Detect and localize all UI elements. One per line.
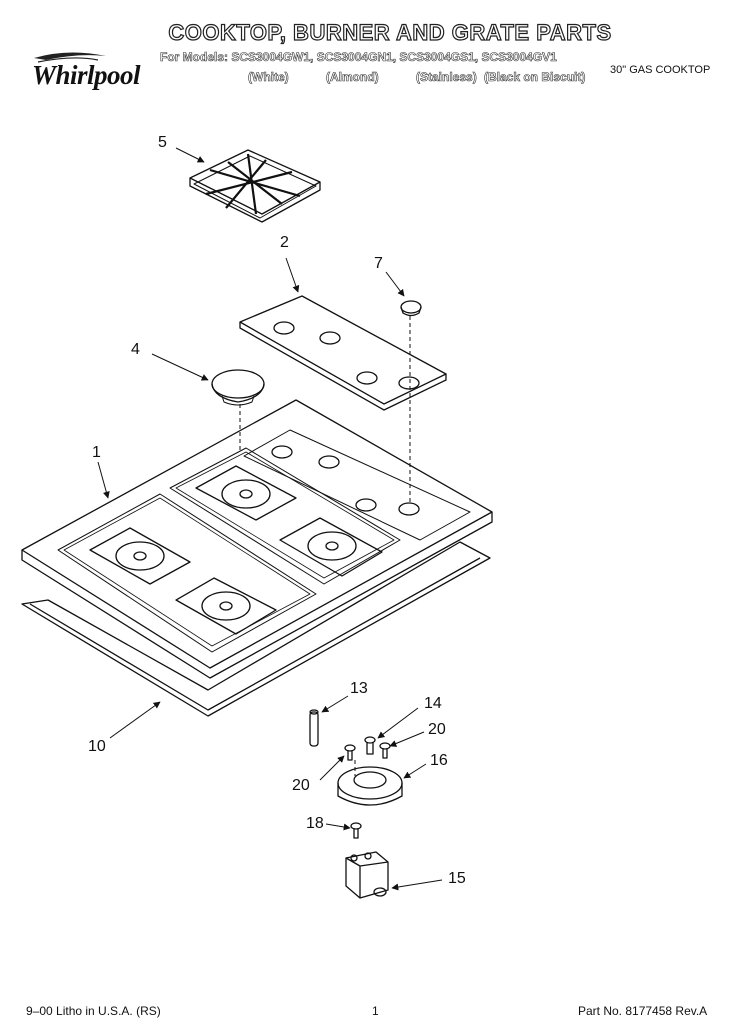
overlay-panel-part-2	[239, 295, 447, 411]
callout-20-left: 20	[292, 777, 310, 794]
callout-16: 16	[430, 752, 448, 769]
burner-base-part-16	[337, 766, 403, 806]
leader-arrows	[97, 147, 443, 891]
electrode-part-13	[309, 709, 319, 747]
finish-almond: (Almond)	[326, 70, 379, 85]
callout-15: 15	[448, 870, 466, 887]
cooktop-part-1	[21, 399, 493, 679]
screw-part-14	[364, 736, 376, 755]
alignment-lines	[239, 316, 411, 776]
screw-part-20-right	[379, 742, 391, 759]
valve-part-15	[345, 851, 389, 899]
callout-2: 2	[280, 234, 289, 251]
grate-part-5	[189, 149, 321, 223]
callout-5: 5	[158, 134, 167, 151]
callout-10: 10	[88, 738, 106, 755]
gasket-part-10	[21, 541, 491, 717]
models-line: For Models: SCS3004GW1, SCS3004GN1, SCS3…	[160, 50, 557, 65]
burner-cap-part-4	[211, 369, 265, 406]
callout-20-right: 20	[428, 721, 446, 738]
callout-14: 14	[424, 695, 442, 712]
page-title: COOKTOP, BURNER AND GRATE PARTS	[168, 19, 612, 45]
plug-part-7	[400, 300, 422, 317]
finish-stainless: (Stainless)	[416, 70, 477, 85]
logo-wordmark: Whirlpool	[32, 60, 141, 90]
cooktop-type: 30" GAS COOKTOP	[610, 64, 711, 76]
footer-page-number: 1	[372, 1004, 379, 1018]
screw-part-18	[350, 822, 362, 839]
logo-swirl-icon	[34, 52, 106, 63]
screw-part-20-left	[344, 744, 356, 761]
footer-part-number: Part No. 8177458 Rev.A	[578, 1004, 708, 1018]
callout-13: 13	[350, 680, 368, 697]
finish-black-on-biscuit: (Black on Biscuit)	[484, 70, 586, 85]
callout-4: 4	[131, 341, 140, 358]
callout-1: 1	[92, 444, 101, 461]
footer-litho: 9–00 Litho in U.S.A. (RS)	[26, 1004, 161, 1018]
callout-18: 18	[306, 815, 324, 832]
finish-white: (White)	[248, 70, 289, 85]
callout-7: 7	[374, 255, 383, 272]
whirlpool-logo: Whirlpool	[28, 50, 158, 94]
